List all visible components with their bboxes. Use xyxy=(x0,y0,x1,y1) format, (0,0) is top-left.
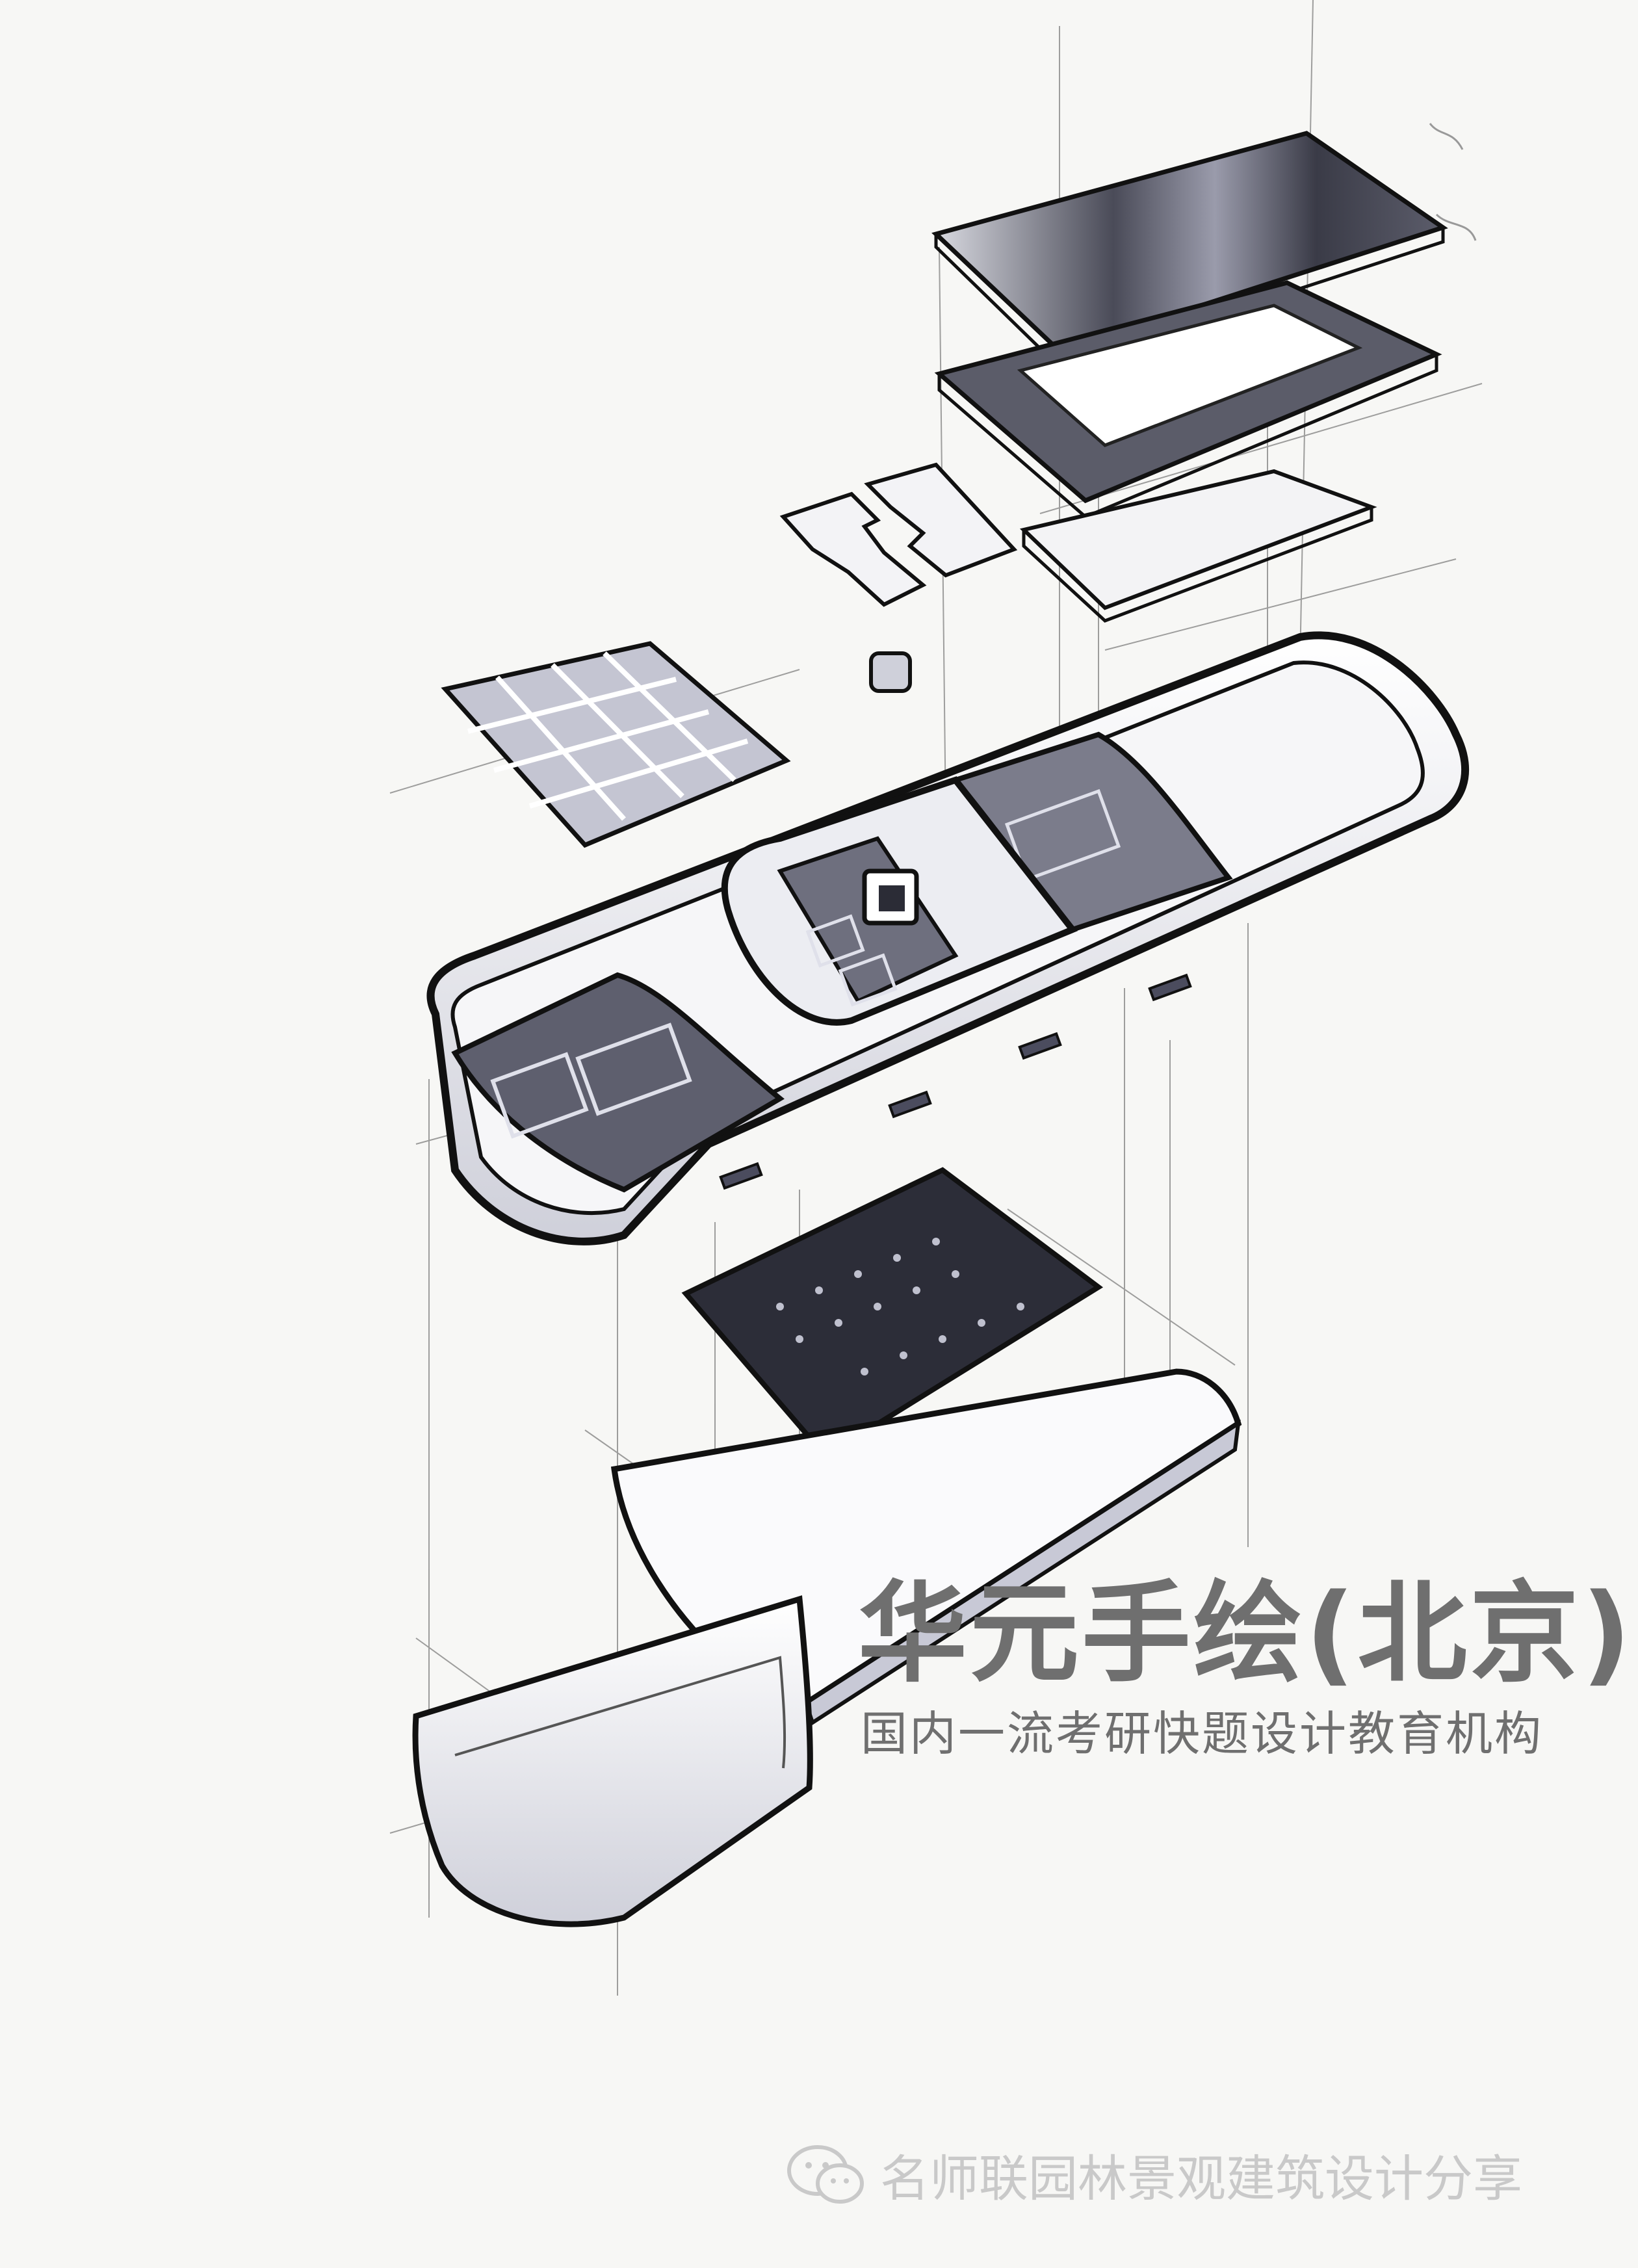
base-plate xyxy=(1019,469,1377,623)
keypad-membrane xyxy=(441,641,791,848)
battery-cover xyxy=(412,1595,813,1927)
wechat-icon xyxy=(787,2145,864,2204)
watermark-subtitle: 国内一流考研快题设计教育机构 xyxy=(861,1706,1544,1761)
circuit-board xyxy=(681,1167,1104,1460)
footer-credit: 名师联园林景观建筑设计分享 xyxy=(786,2139,1522,2210)
handwritten-note xyxy=(1429,123,1477,241)
button-pieces xyxy=(779,462,1018,693)
footer-text: 名师联园林景观建筑设计分享 xyxy=(880,2150,1522,2208)
frame-panel xyxy=(934,280,1442,519)
phone-main-body xyxy=(426,631,1469,1245)
watermark-title: 华元手绘(北京) xyxy=(858,1570,1634,1697)
